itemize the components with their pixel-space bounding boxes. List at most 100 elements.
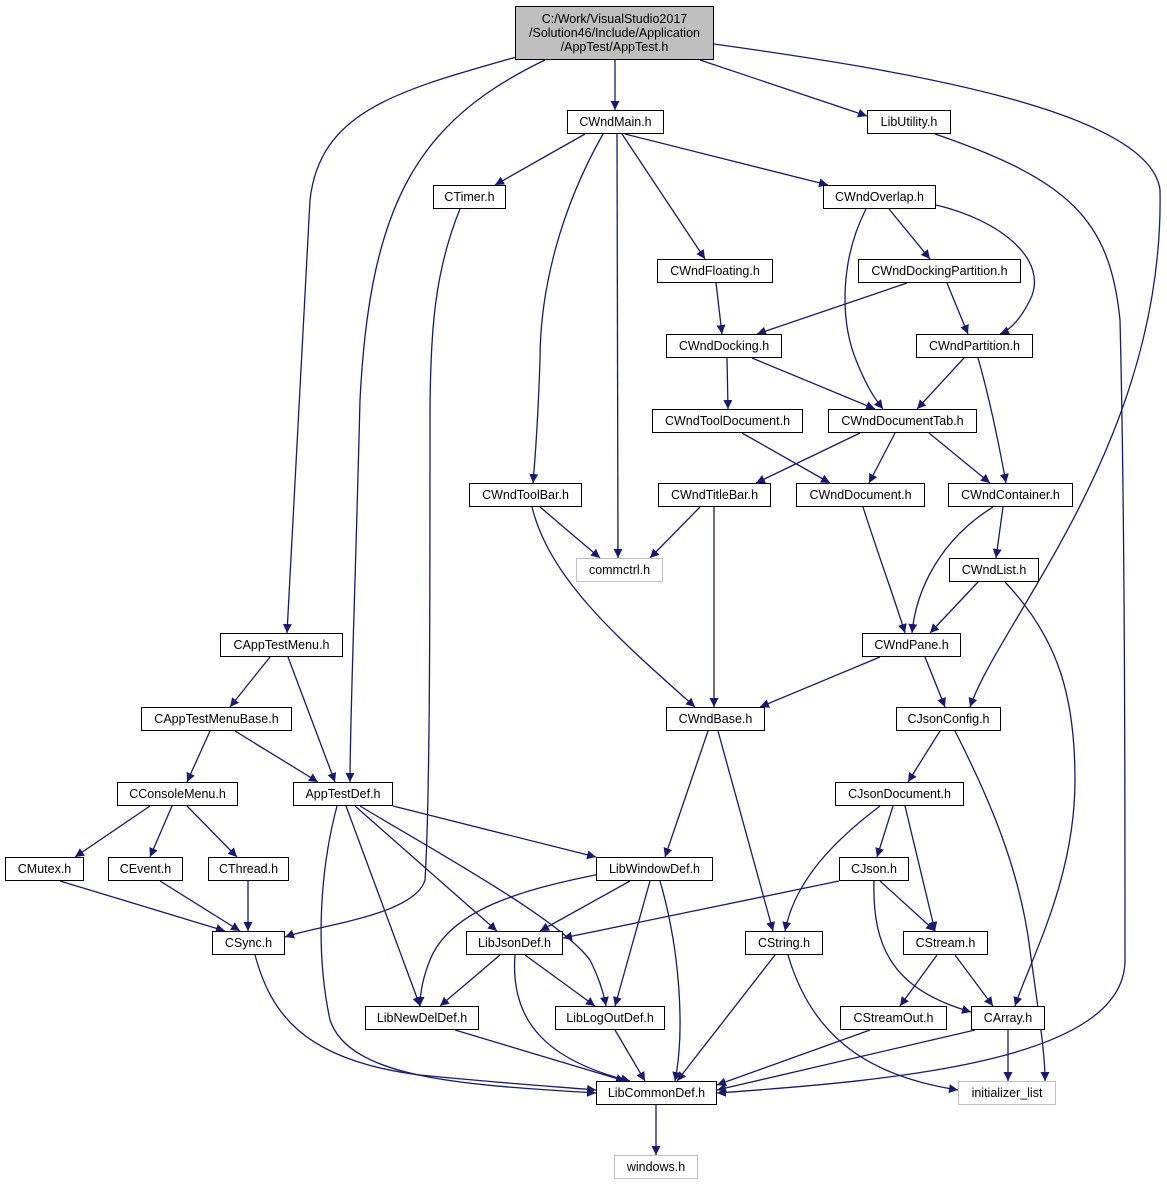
node-apptestdef[interactable]: AppTestDef.h xyxy=(293,782,393,806)
edge-cevent-to-csync xyxy=(159,880,241,932)
edge-cwndmain-to-cwndtoolbar xyxy=(529,133,604,484)
node-cwndfloating[interactable]: CWndFloating.h xyxy=(657,259,773,283)
edge-cwndcontainer-to-cwndlist xyxy=(992,506,1004,559)
edge-libutility-to-libcommondef xyxy=(716,133,1126,1097)
node-root-apptest[interactable]: C:/Work/VisualStudio2017 /Solution46/Inc… xyxy=(515,6,714,60)
node-cwndoverlap[interactable]: CWndOverlap.h xyxy=(823,185,936,209)
node-cwnddockingpartition[interactable]: CWndDockingPartition.h xyxy=(858,259,1021,283)
edge-cjson-to-cstream xyxy=(879,880,936,932)
node-cstream[interactable]: CStream.h xyxy=(903,931,988,955)
node-libnewdeldef[interactable]: LibNewDelDef.h xyxy=(365,1006,479,1030)
edge-root-to-capptestmenu xyxy=(282,55,521,634)
node-cthread[interactable]: CThread.h xyxy=(208,857,289,881)
root-label-line-3: /AppTest/AppTest.h xyxy=(560,40,669,54)
edge-libjsondef-to-liblogoutdef xyxy=(524,954,596,1007)
node-cstreamout[interactable]: CStreamOut.h xyxy=(840,1006,947,1030)
node-carray[interactable]: CArray.h xyxy=(971,1006,1045,1030)
edge-cwnddockingpartition-to-cwnddocking xyxy=(756,282,908,336)
node-cconsolemenu[interactable]: CConsoleMenu.h xyxy=(117,782,238,806)
edge-libnewdeldef-to-libcommondef xyxy=(454,1029,626,1083)
node-windows[interactable]: windows.h xyxy=(614,1155,698,1179)
edge-cjson-to-carray xyxy=(873,880,972,1014)
edge-libjsondef-to-libcommondef xyxy=(513,954,631,1084)
edge-cjsonconfig-to-cjsondocument xyxy=(907,730,941,783)
edge-cconsolemenu-to-cmutex xyxy=(74,805,151,858)
edge-libwindowdef-to-libcommondef xyxy=(659,880,682,1082)
edge-cstreamout-to-libcommondef xyxy=(716,1029,871,1087)
node-initializer-list[interactable]: initializer_list xyxy=(958,1081,1056,1105)
edge-cwndbase-to-libwindowdef xyxy=(663,730,709,858)
node-ctimer[interactable]: CTimer.h xyxy=(433,185,506,209)
edge-cwnddocking-to-cwnddocumenttab xyxy=(751,357,876,410)
edge-cstring-to-libcommondef xyxy=(676,954,776,1082)
edge-capptestmenubase-to-apptestdef xyxy=(234,730,319,783)
edge-cwnddocumenttab-to-cwnddocument xyxy=(868,432,896,484)
edge-apptestdef-to-libnewdeldef xyxy=(345,805,422,1007)
edge-cwndtoolbar-to-commctrl xyxy=(539,506,601,559)
node-cevent[interactable]: CEvent.h xyxy=(108,857,183,881)
node-cwndmain[interactable]: CWndMain.h xyxy=(567,110,664,134)
edge-apptestdef-to-libwindowdef xyxy=(392,805,597,860)
node-liblogoutdef[interactable]: LibLogOutDef.h xyxy=(555,1006,665,1030)
edge-cjson-to-libjsondef xyxy=(562,880,840,941)
node-libcommondef[interactable]: LibCommonDef.h xyxy=(596,1081,717,1105)
node-libjsondef[interactable]: LibJsonDef.h xyxy=(466,931,563,955)
node-cwndtooldocument[interactable]: CWndToolDocument.h xyxy=(652,409,803,433)
node-cwndpane[interactable]: CWndPane.h xyxy=(862,633,961,657)
node-cwnddocking[interactable]: CWndDocking.h xyxy=(666,334,782,358)
node-cjson[interactable]: CJson.h xyxy=(839,857,909,881)
edge-cstream-to-carray xyxy=(954,954,994,1007)
edge-cconsolemenu-to-cevent xyxy=(149,805,173,858)
node-capptestmenubase[interactable]: CAppTestMenuBase.h xyxy=(141,707,292,731)
root-label-line-1: C:/Work/VisualStudio2017 xyxy=(541,12,688,26)
edge-cwndtoolbar-to-cwndbase xyxy=(531,506,696,708)
node-cjsondocument[interactable]: CJsonDocument.h xyxy=(835,782,964,806)
edge-cwndpartition-to-cwndcontainer xyxy=(977,357,1009,484)
node-cwndcontainer[interactable]: CWndContainer.h xyxy=(948,483,1073,507)
edge-cwndmain-to-cwndfloating xyxy=(621,133,706,260)
node-cstring[interactable]: CString.h xyxy=(745,931,823,955)
edge-cwndpartition-to-cwnddocumenttab xyxy=(916,357,965,410)
edge-cwndoverlap-to-cwnddockingpartition xyxy=(888,208,931,260)
edge-cwnddocumenttab-to-cwndcontainer xyxy=(928,432,991,484)
node-cwnddocument[interactable]: CWndDocument.h xyxy=(796,483,925,507)
node-cwndpartition[interactable]: CWndPartition.h xyxy=(916,334,1033,358)
edge-cjsondocument-to-cstream xyxy=(904,805,938,932)
edge-capptestmenu-to-apptestdef xyxy=(287,656,337,783)
edge-cwndmain-to-cwndoverlap xyxy=(624,133,829,188)
edge-cwndtitlebar-to-commctrl xyxy=(649,506,701,559)
edge-cwndbase-to-cstring xyxy=(717,730,775,932)
edge-root-to-libutility xyxy=(699,59,868,118)
edge-cstream-to-cstreamout xyxy=(899,954,938,1007)
edge-cjsondocument-to-cstring xyxy=(782,805,881,932)
node-cmutex[interactable]: CMutex.h xyxy=(5,857,84,881)
edge-cwndmain-to-ctimer xyxy=(494,133,586,186)
edge-cwnddocument-to-cwndpane xyxy=(862,506,907,634)
node-libutility[interactable]: LibUtility.h xyxy=(867,110,951,134)
node-csync[interactable]: CSync.h xyxy=(212,931,285,955)
edge-csync-to-libcommondef xyxy=(254,954,597,1094)
node-commctrl[interactable]: commctrl.h xyxy=(576,558,663,582)
edge-cstring-to-initializer-list xyxy=(787,954,959,1094)
edge-cwnddocumenttab-to-cwndtitlebar xyxy=(755,432,861,484)
edge-capptestmenu-to-capptestmenubase xyxy=(229,656,271,708)
node-capptestmenu[interactable]: CAppTestMenu.h xyxy=(220,633,343,657)
edge-apptestdef-to-libjsondef xyxy=(354,805,498,932)
edge-cwndmain-to-commctrl xyxy=(613,133,623,559)
edge-libwindowdef-to-liblogoutdef xyxy=(613,880,651,1007)
edge-cwndoverlap-to-cwndpartition xyxy=(935,204,1036,335)
node-cwnddocumenttab[interactable]: CWndDocumentTab.h xyxy=(828,409,977,433)
edge-cwndlist-to-carray xyxy=(1004,581,1076,1007)
node-cwndtitlebar[interactable]: CWndTitleBar.h xyxy=(658,483,771,507)
edge-cconsolemenu-to-cthread xyxy=(186,805,238,858)
node-cjsonconfig[interactable]: CJsonConfig.h xyxy=(896,707,1001,731)
edge-ctimer-to-csync xyxy=(284,208,461,939)
node-cwndlist[interactable]: CWndList.h xyxy=(949,558,1039,582)
edge-cwndlist-to-cwndpane xyxy=(929,581,979,634)
node-cwndtoolbar[interactable]: CWndToolBar.h xyxy=(469,483,582,507)
node-cwndbase[interactable]: CWndBase.h xyxy=(666,707,765,731)
edge-cwndtooldocument-to-cwnddocument xyxy=(741,432,831,484)
edge-cwndpane-to-cjsonconfig xyxy=(924,656,946,708)
edge-libwindowdef-to-libnewdeldef xyxy=(415,873,601,1007)
node-libwindowdef[interactable]: LibWindowDef.h xyxy=(596,857,713,881)
